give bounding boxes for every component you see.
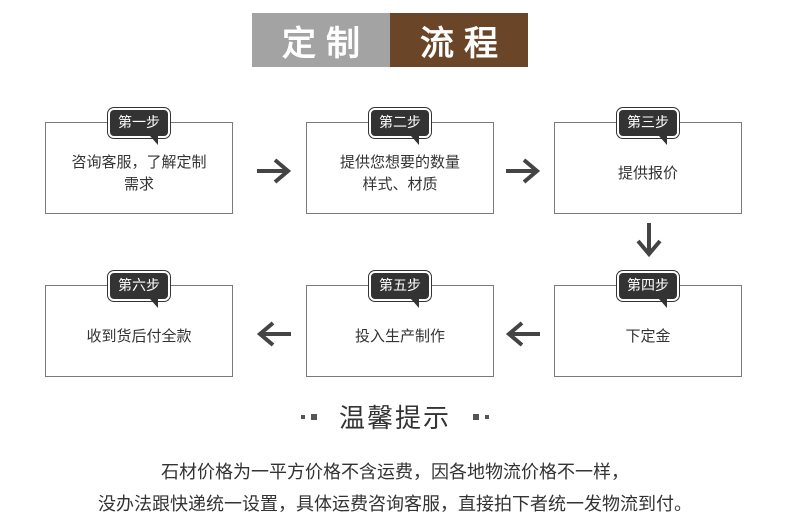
step-tag-4: 第四步 [617, 271, 679, 308]
decorative-dots-right [473, 413, 489, 420]
tips-title: 温馨提示 [338, 404, 451, 434]
step-box-3: 第三步 提供报价 [554, 108, 742, 214]
step-tag-3: 第三步 [617, 108, 679, 145]
arrow-left-icon [505, 321, 540, 347]
arrow-right-icon [506, 158, 541, 184]
arrow-right-icon [257, 158, 292, 184]
step-box-1: 第一步 咨询客服，了解定制 需求 [45, 108, 233, 214]
decorative-dots-left [300, 413, 317, 420]
step-text-6: 收到货后付全款 [86, 327, 192, 345]
title-left: 定制 [252, 13, 390, 67]
step-tag-5: 第五步 [369, 271, 431, 308]
step-tag-2: 第二步 [369, 108, 431, 145]
step-text-3: 提供报价 [617, 164, 678, 182]
step-tag-1: 第一步 [108, 108, 170, 145]
tips-line-1: 石材价格为一平方价格不含运费，因各地物流价格不一样， [161, 462, 629, 483]
tips-heading: 温馨提示 [0, 398, 790, 435]
arrow-down-icon [636, 223, 662, 258]
step-text-4: 下定金 [625, 327, 671, 345]
step-text-5: 投入生产制作 [354, 327, 445, 345]
step-box-2: 第二步 提供您想要的数量 样式、材质 [306, 108, 494, 214]
step-text-1: 咨询客服，了解定制 需求 [71, 153, 207, 193]
step-tag-6: 第六步 [108, 271, 170, 308]
arrow-left-icon [256, 321, 291, 347]
step-box-6: 第六步 收到货后付全款 [45, 271, 233, 377]
tips-line-2: 没办法跟快递统一设置，具体运费咨询客服，直接拍下者统一发物流到付。 [98, 494, 692, 515]
step-box-4: 第四步 下定金 [554, 271, 742, 377]
step-text-2: 提供您想要的数量 样式、材质 [339, 153, 460, 193]
step-box-5: 第五步 投入生产制作 [306, 271, 494, 377]
title-right: 流程 [390, 13, 528, 67]
title-banner: 定制 流程 [252, 13, 528, 67]
